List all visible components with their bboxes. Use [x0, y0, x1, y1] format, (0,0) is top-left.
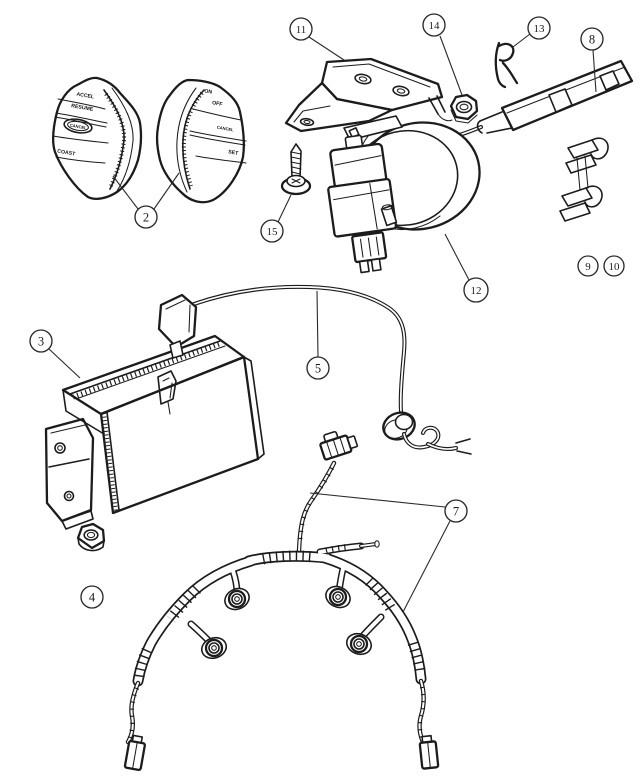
- leader-line: [439, 35, 463, 96]
- callout-11: 11: [289, 17, 345, 61]
- callout-circle: [134, 205, 158, 229]
- switch-label-resume: RESUME: [71, 103, 94, 113]
- callout-circle: [29, 329, 53, 353]
- ring-terminal-lower-right: [345, 632, 373, 656]
- callout-2: 2: [112, 172, 180, 229]
- leader-line: [316, 290, 319, 358]
- callout-circle: [577, 255, 599, 277]
- callout-circle: [306, 356, 330, 380]
- callout-8: 8: [580, 27, 604, 93]
- callout-13: 13: [512, 16, 551, 48]
- switch-label-off: OFF: [212, 100, 223, 108]
- switch-label-set: SET: [228, 149, 240, 157]
- callout-number: 8: [589, 33, 595, 47]
- callout-4: 4: [80, 585, 104, 609]
- harness-lead-wire: [296, 460, 337, 555]
- callout-number: 12: [471, 285, 482, 297]
- switch-label-cancel-left: CANCEL: [69, 123, 87, 131]
- module-clip-detail: [157, 370, 177, 405]
- callout-circle: [463, 277, 489, 303]
- right-switch-pod-drawing: ON OFF CANCEL SET: [155, 78, 247, 204]
- callout-circle: [580, 27, 604, 51]
- harness-end-connector-left: [123, 734, 146, 772]
- cancel-oval-button: [63, 118, 93, 134]
- callout-9: 9: [577, 255, 599, 277]
- leader-line: [309, 492, 446, 508]
- callout-14: 14: [422, 13, 463, 96]
- callout-number: 7: [453, 505, 459, 519]
- mounting-screw-drawing: [280, 143, 312, 196]
- servo-valve-body: [327, 127, 398, 274]
- leader-line: [308, 36, 345, 61]
- callout-number: 13: [534, 23, 546, 35]
- wiring-harness-drawing: [123, 430, 440, 772]
- callout-5: 5: [306, 290, 330, 380]
- switch-label-cancel-right: CANCEL: [216, 125, 234, 133]
- cable-clip: [565, 137, 609, 174]
- mounting-bracket-drawing: [284, 57, 453, 133]
- callout-number: 15: [267, 226, 279, 238]
- switch-label-on: ON: [204, 88, 213, 95]
- control-module-drawing: [44, 334, 265, 530]
- callout-10: 10: [603, 255, 625, 277]
- hex-nut-14-drawing: [449, 93, 479, 124]
- r-clip-drawing: [494, 41, 519, 89]
- leader-line: [277, 194, 292, 223]
- hex-nut-4-drawing: [76, 522, 106, 552]
- module-mount-bracket: [44, 417, 95, 523]
- callout-number: 10: [609, 261, 621, 273]
- bracket-hole: [354, 73, 372, 85]
- callout-12: 12: [444, 233, 489, 303]
- callout-number: 5: [315, 362, 321, 376]
- callout-circle: [289, 17, 313, 41]
- leader-line: [112, 175, 139, 210]
- callout-circle: [527, 16, 551, 40]
- switch-label-accel: ACCEL: [76, 92, 95, 101]
- leader-line: [444, 233, 470, 281]
- cable-boot: [157, 293, 198, 349]
- cable-clips-drawing: [559, 137, 609, 222]
- callout-number: 4: [89, 591, 96, 605]
- harness-end-connector-right: [418, 734, 440, 770]
- bracket-slot: [299, 117, 315, 127]
- callout-circle: [80, 585, 104, 609]
- callout-number: 11: [296, 24, 307, 36]
- vacuum-harness-drawing: [157, 284, 472, 455]
- callout-number: 14: [429, 20, 441, 32]
- leader-line: [402, 520, 451, 613]
- callout-circle: [444, 499, 468, 523]
- callout-circle: [603, 255, 625, 277]
- callout-15: 15: [260, 194, 292, 243]
- callout-number: 2: [143, 211, 149, 225]
- pod-crease: [103, 89, 125, 190]
- servo-drawing: [327, 115, 481, 274]
- harness-top-connector: [319, 430, 359, 461]
- leader-line: [48, 348, 81, 379]
- ring-terminal-lower-left: [200, 636, 228, 660]
- leader-line: [512, 33, 531, 48]
- callout-circle: [422, 13, 446, 37]
- leader-line: [592, 49, 597, 93]
- callout-3: 3: [29, 329, 81, 379]
- bracket-hole: [392, 85, 410, 97]
- callout-number: 3: [38, 335, 44, 349]
- ring-terminal-upper-left: [224, 587, 250, 611]
- leader-line: [153, 172, 180, 210]
- callout-circle: [260, 219, 284, 243]
- callout-7: 7: [309, 492, 468, 613]
- left-switch-pod-drawing: ACCEL RESUME CANCEL COAST: [51, 76, 143, 200]
- callout-number: 9: [585, 261, 591, 273]
- switch-label-coast: COAST: [57, 148, 77, 157]
- ring-terminal-upper-right: [325, 585, 351, 609]
